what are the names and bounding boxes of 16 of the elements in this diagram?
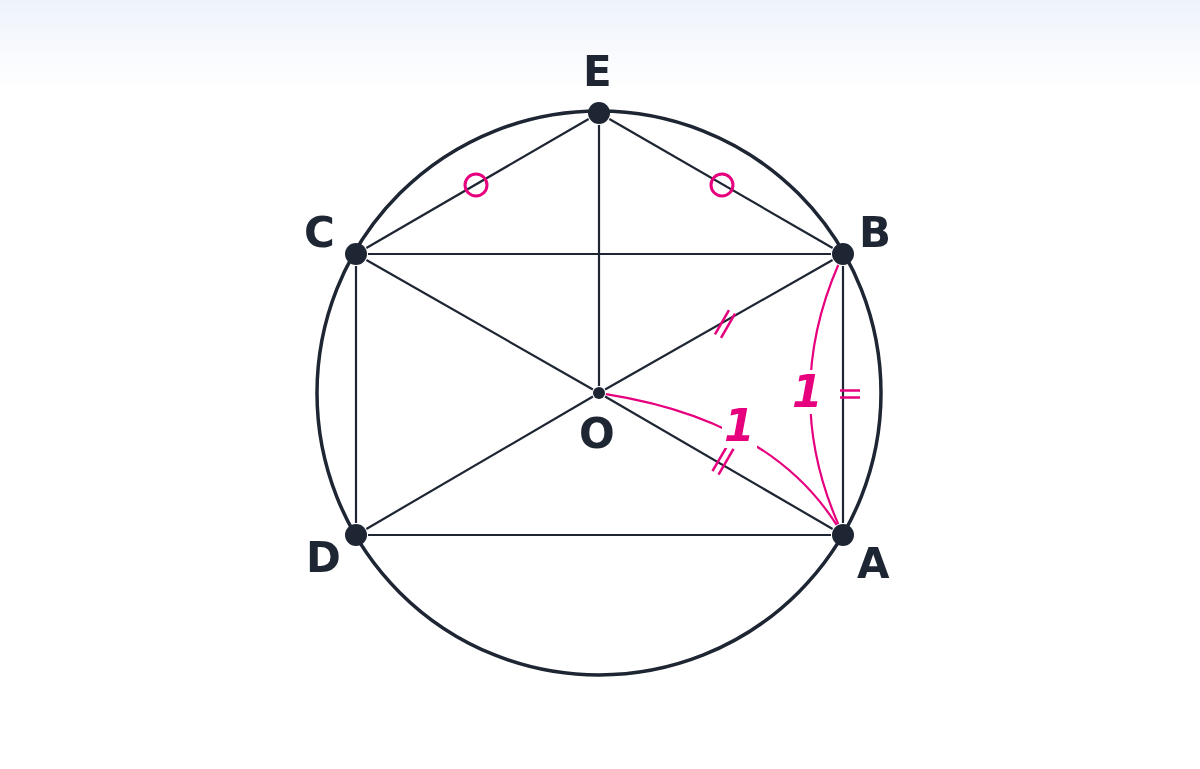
- line-segment: [368, 533, 831, 537]
- line-segment: [365, 395, 594, 530]
- line-segment: [365, 118, 590, 249]
- line-segment: [354, 266, 358, 523]
- point-label: D: [306, 537, 341, 579]
- point-label: B: [859, 212, 891, 254]
- line-segment: [365, 259, 594, 391]
- point-label: O: [579, 413, 615, 455]
- line-segment: [368, 252, 831, 256]
- line-segment: [608, 118, 834, 249]
- point-label: A: [857, 543, 890, 585]
- line-segment: [841, 266, 845, 523]
- line-segment: [597, 125, 601, 386]
- point-label: C: [304, 212, 335, 254]
- point-label: E: [583, 51, 612, 93]
- line-segment: [604, 259, 834, 391]
